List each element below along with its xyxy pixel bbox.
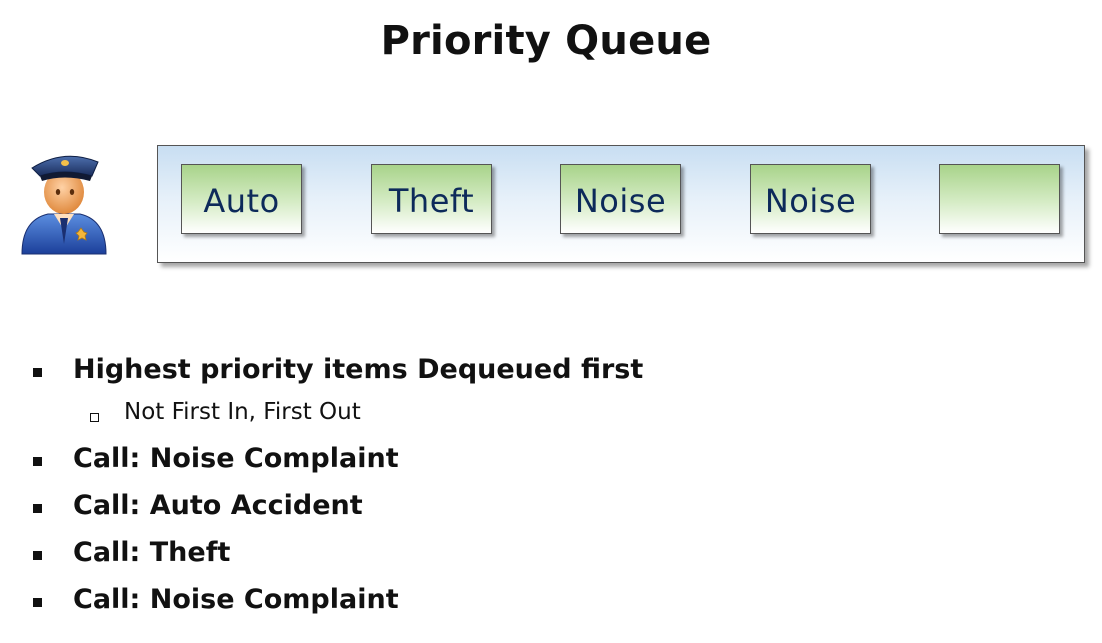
square-bullet-icon bbox=[33, 598, 42, 607]
bullet-text: Highest priority items Dequeued first bbox=[73, 354, 644, 385]
bullet-item: Call: Noise Complaint bbox=[30, 582, 1070, 626]
square-bullet-icon bbox=[33, 504, 42, 513]
square-bullet-icon bbox=[33, 551, 42, 560]
sub-bullet-item: Not First In, First Out bbox=[30, 399, 1070, 441]
queue-slot-1: Auto bbox=[181, 164, 302, 234]
queue-slot-label: Noise bbox=[574, 182, 667, 220]
bullet-text: Call: Noise Complaint bbox=[73, 584, 399, 615]
queue-slot-3: Noise bbox=[560, 164, 681, 234]
square-bullet-icon bbox=[33, 368, 42, 377]
bullet-item: Call: Auto Accident bbox=[30, 488, 1070, 532]
bullet-text: Call: Theft bbox=[73, 537, 231, 568]
queue-slot-label: Theft bbox=[388, 182, 475, 220]
sub-bullet-text: Not First In, First Out bbox=[124, 399, 361, 425]
bullet-item: Call: Noise Complaint bbox=[30, 441, 1070, 485]
queue-slot-5-empty bbox=[939, 164, 1060, 234]
queue-slot-2: Theft bbox=[371, 164, 492, 234]
bullet-item: Highest priority items Dequeued first bbox=[30, 352, 1070, 396]
priority-queue-container: Auto Theft Noise Noise bbox=[157, 145, 1085, 263]
bullet-list: Highest priority items Dequeued first No… bbox=[30, 352, 1070, 629]
bullet-item: Call: Theft bbox=[30, 535, 1070, 579]
bullet-text: Call: Auto Accident bbox=[73, 490, 363, 521]
square-bullet-icon bbox=[33, 457, 42, 466]
queue-slot-label: Noise bbox=[764, 182, 857, 220]
hollow-square-bullet-icon bbox=[90, 413, 99, 422]
police-officer-icon bbox=[21, 155, 107, 255]
queue-slot-label: Auto bbox=[203, 182, 280, 220]
bullet-text: Call: Noise Complaint bbox=[73, 443, 399, 474]
slide-title: Priority Queue bbox=[380, 18, 712, 64]
queue-slot-4: Noise bbox=[750, 164, 871, 234]
